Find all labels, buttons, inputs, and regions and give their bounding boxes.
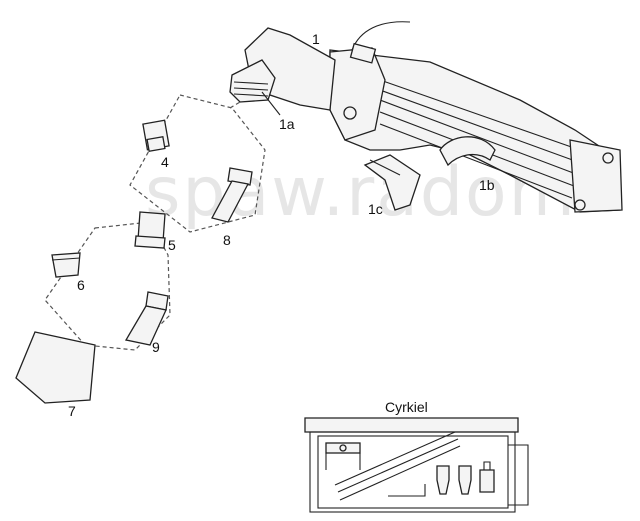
- leader-line: [261, 91, 281, 116]
- compass-box-title: Cyrkiel: [385, 399, 428, 415]
- label-part-6: 6: [77, 277, 85, 293]
- part-6-cap: [51, 252, 81, 278]
- torch-assembly: [229, 21, 623, 213]
- part-5-diffuser: [134, 211, 166, 249]
- spare-part: [479, 469, 495, 493]
- dashed-group-a: [129, 94, 266, 233]
- compass-rod: [334, 431, 456, 486]
- thread-line: [233, 81, 269, 85]
- label-part-8: 8: [223, 232, 231, 248]
- label-part-5: 5: [168, 237, 176, 253]
- trigger-part: [363, 154, 421, 211]
- label-trigger: 1c: [368, 201, 383, 217]
- label-handle: 1b: [479, 177, 495, 193]
- label-part-7: 7: [68, 403, 76, 419]
- label-torch: 1: [312, 31, 320, 47]
- trigger-lever: [363, 154, 421, 211]
- part-9-nozzle: [124, 291, 169, 346]
- screw-icon: [602, 152, 614, 164]
- trigger-guard: [439, 136, 496, 167]
- part-4-tip: [142, 119, 170, 153]
- part-7-shield: [15, 331, 96, 404]
- thread-line: [233, 93, 269, 97]
- torch-handle: [329, 49, 621, 213]
- label-part-4: 4: [161, 154, 169, 170]
- grip-ridge: [379, 123, 573, 199]
- trigger-spring: [369, 159, 401, 176]
- label-part-9: 9: [152, 339, 160, 355]
- compass-rod: [339, 445, 461, 501]
- grip-ridge: [379, 79, 581, 151]
- allen-key-icon: [388, 484, 426, 497]
- compass-box: [304, 417, 529, 513]
- grip-ridge: [379, 99, 577, 175]
- label-head: 1a: [279, 116, 295, 132]
- wire-clamp: [349, 42, 377, 64]
- screw-icon: [574, 199, 586, 211]
- compass-rod: [337, 438, 459, 493]
- screw-icon: [343, 106, 357, 120]
- dashed-link: [229, 101, 241, 109]
- thread-line: [233, 87, 269, 91]
- spare-part: [436, 465, 450, 495]
- part-8-electrode: [211, 167, 253, 223]
- spare-part: [458, 465, 472, 495]
- grip-ridge: [379, 89, 579, 163]
